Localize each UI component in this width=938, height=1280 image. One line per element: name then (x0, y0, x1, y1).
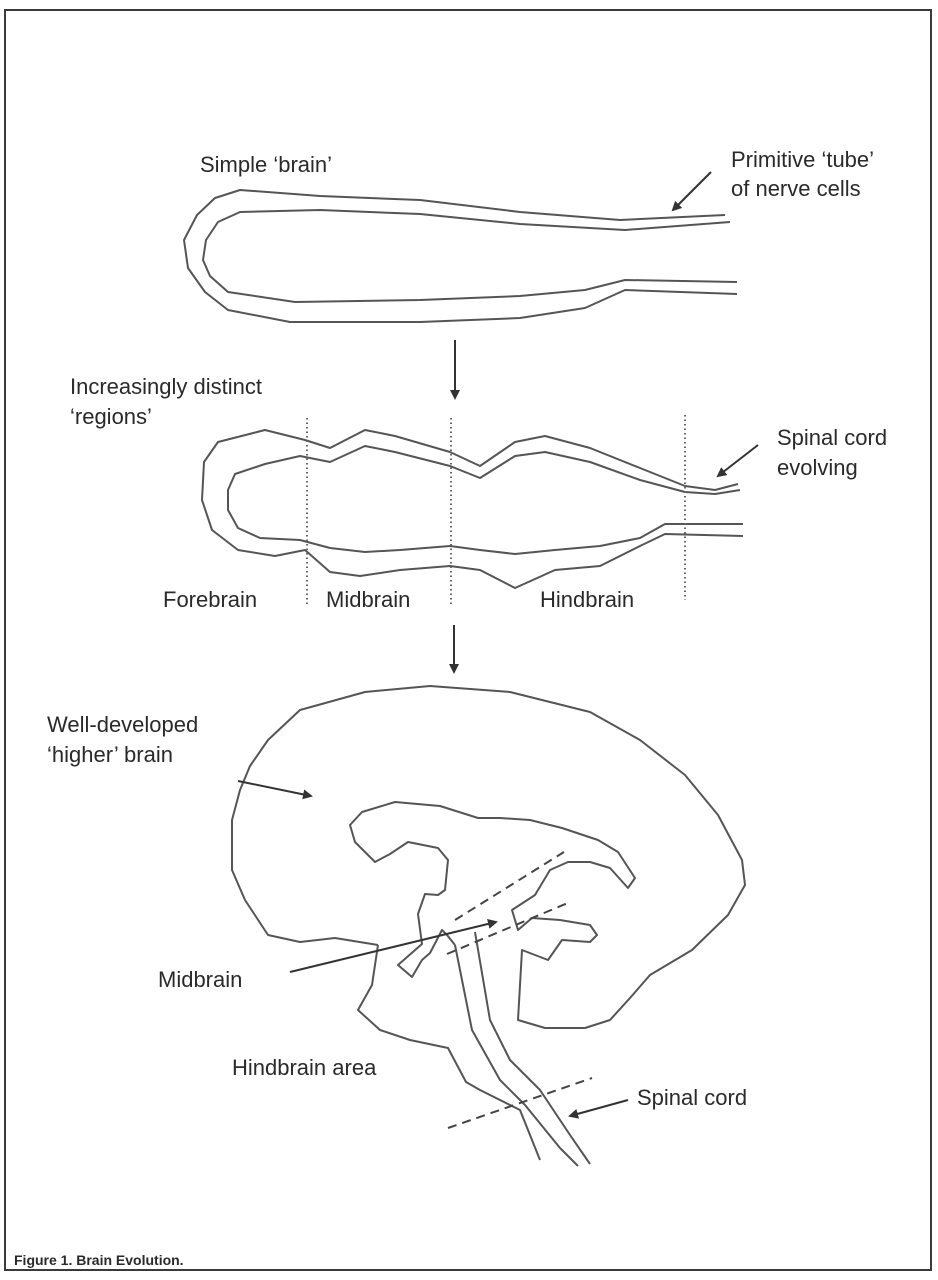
label-increasingly-distinct-line2: ‘regions’ (70, 404, 152, 430)
label-well-developed-line2: ‘higher’ brain (47, 742, 173, 768)
hindbrain-dashed-boundary (448, 1078, 592, 1128)
label-hindbrain-area: Hindbrain area (232, 1055, 376, 1081)
regional-brain-outer-wall (202, 430, 743, 588)
spinal-cord-line (475, 932, 590, 1164)
cerebrum-outline (232, 686, 745, 1028)
simple-brain-outer-wall (184, 190, 737, 322)
label-midbrain-region: Midbrain (326, 587, 410, 613)
midbrain-dashed-boundary-lower (447, 902, 570, 954)
label-primitive-tube-line2: of nerve cells (731, 176, 861, 202)
label-primitive-tube-line1: Primitive ‘tube’ (731, 147, 874, 173)
figure-caption: Figure 1. Brain Evolution. (14, 1252, 184, 1268)
label-simple-brain: Simple ‘brain’ (200, 152, 332, 178)
spinal-cord-pointer-arrow (570, 1100, 628, 1116)
regional-brain-tube (202, 415, 743, 604)
label-hindbrain: Hindbrain (540, 587, 634, 613)
label-spinal-evolving-line2: evolving (777, 455, 858, 481)
midbrain-dashed-boundary-upper (455, 852, 564, 920)
brainstem-inner-line (455, 945, 578, 1166)
higher-brain-pointer-arrow (238, 781, 311, 796)
label-midbrain: Midbrain (158, 967, 242, 993)
label-well-developed-line1: Well-developed (47, 712, 198, 738)
simple-brain-inner-wall (203, 210, 737, 302)
label-spinal-cord: Spinal cord (637, 1085, 747, 1111)
label-spinal-evolving-line1: Spinal cord (777, 425, 887, 451)
tube-pointer-arrow (673, 172, 711, 210)
label-increasingly-distinct-line1: Increasingly distinct (70, 374, 262, 400)
label-forebrain: Forebrain (163, 587, 257, 613)
spinal-evolving-pointer-arrow (718, 445, 758, 476)
simple-brain-tube (184, 190, 737, 322)
